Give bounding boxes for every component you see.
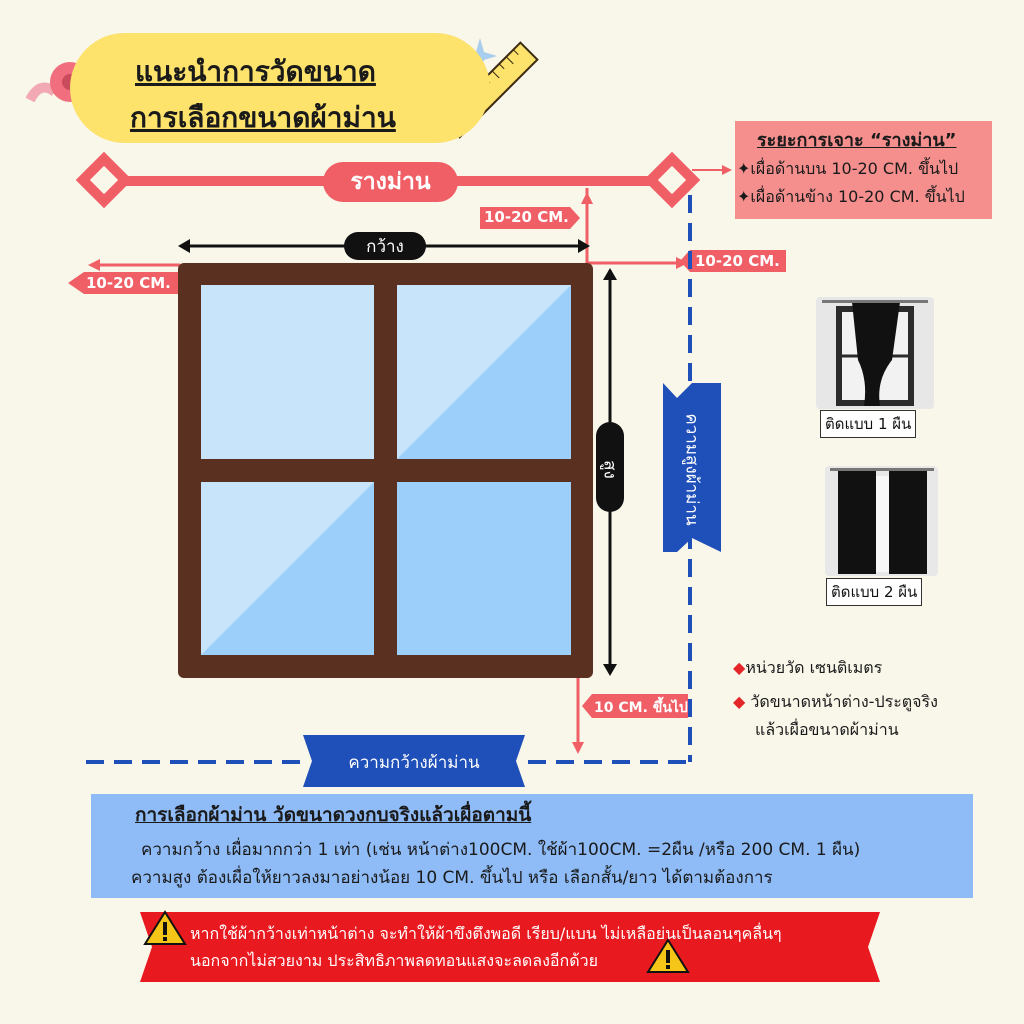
guide-box: การเลือกผ้าม่าน วัดขนาดวงกบจริงแล้วเผื่อ…	[91, 794, 973, 898]
rod-info-line: ✦เผื่อด้านบน 10-20 CM. ขึ้นไป	[737, 159, 959, 178]
guide-height-rule: ความสูง ต้องเผื่อให้ยาวลงมาอย่างน้อย 10 …	[131, 868, 773, 888]
single-panel-caption: ติดแบบ 1 ผืน	[820, 410, 917, 438]
window-illustration	[178, 263, 593, 678]
warning-line-2: นอกจากไม่สวยงาม ประสิทธิภาพลดทอนแสงจะลดล…	[190, 951, 598, 970]
warning-icon	[143, 910, 187, 945]
curtain-width-ribbon	[303, 735, 525, 787]
height-label: สูง	[599, 460, 620, 479]
measure-note: ◆ วัดขนาดหน้าต่าง-ประตูจริง	[733, 690, 938, 715]
width-arrow	[178, 232, 590, 260]
curtain-width-label: ความกว้างผ้าม่าน	[348, 753, 480, 773]
title-banner	[70, 33, 490, 143]
double-panel-photo	[825, 466, 938, 576]
page-title: แนะนำการวัดขนาด	[135, 55, 376, 88]
warning-icon	[646, 938, 690, 973]
rod-info-title: ระยะการเจาะ “รางม่าน”	[757, 130, 957, 151]
right-offset-tag	[680, 250, 786, 272]
diamond-bullet-icon: ◆	[733, 658, 746, 677]
rod-info-line: ✦เผื่อด้านข้าง 10-20 CM. ขึ้นไป	[737, 187, 965, 206]
info-pointer-arrow	[692, 165, 732, 175]
warning-banner	[140, 912, 880, 982]
curtain-height-ribbon	[663, 383, 721, 552]
width-label: กว้าง	[366, 237, 404, 257]
measure-note-text: วัดขนาดหน้าต่าง-ประตูจริง	[750, 692, 938, 711]
double-panel-caption: ติดแบบ 2 ผืน	[826, 578, 923, 606]
offset-guides	[88, 188, 688, 754]
curtain-height-label: ความสูงผ้าม่าน	[681, 413, 702, 526]
rod-info-box: ระยะการเจาะ “รางม่าน” ✦เผื่อด้านบน 10-20…	[735, 121, 992, 219]
top-offset-tag	[480, 207, 580, 229]
guide-width-rule: ความกว้าง เผื่อมากกว่า 1 เท่า (เช่น หน้า…	[141, 840, 861, 860]
unit-note: ◆หน่วยวัด เซนติเมตร	[733, 656, 882, 681]
offset-right-label: 10-20 CM.	[695, 252, 780, 270]
diamond-bullet-icon: ◆	[733, 692, 751, 711]
height-arrow	[596, 268, 624, 676]
rod-label: รางม่าน	[323, 162, 458, 202]
unit-note-text: หน่วยวัด เซนติเมตร	[745, 658, 883, 677]
offset-left-label: 10-20 CM.	[86, 274, 171, 292]
measure-note-line2: แล้วเผื่อขนาดผ้าม่าน	[755, 720, 899, 739]
guide-title: การเลือกผ้าม่าน วัดขนาดวงกบจริงแล้วเผื่อ…	[135, 804, 532, 826]
page-subtitle: การเลือกขนาดผ้าม่าน	[130, 101, 396, 134]
single-panel-photo	[816, 297, 934, 409]
bottom-offset-tag	[582, 694, 688, 718]
left-offset-tag	[68, 272, 178, 294]
offset-top-label: 10-20 CM.	[484, 208, 569, 226]
offset-bottom-label: 10 CM. ขึ้นไป	[594, 700, 688, 716]
warning-line-1: หากใช้ผ้ากว้างเท่าหน้าต่าง จะทำให้ผ้าขึง…	[190, 924, 782, 943]
